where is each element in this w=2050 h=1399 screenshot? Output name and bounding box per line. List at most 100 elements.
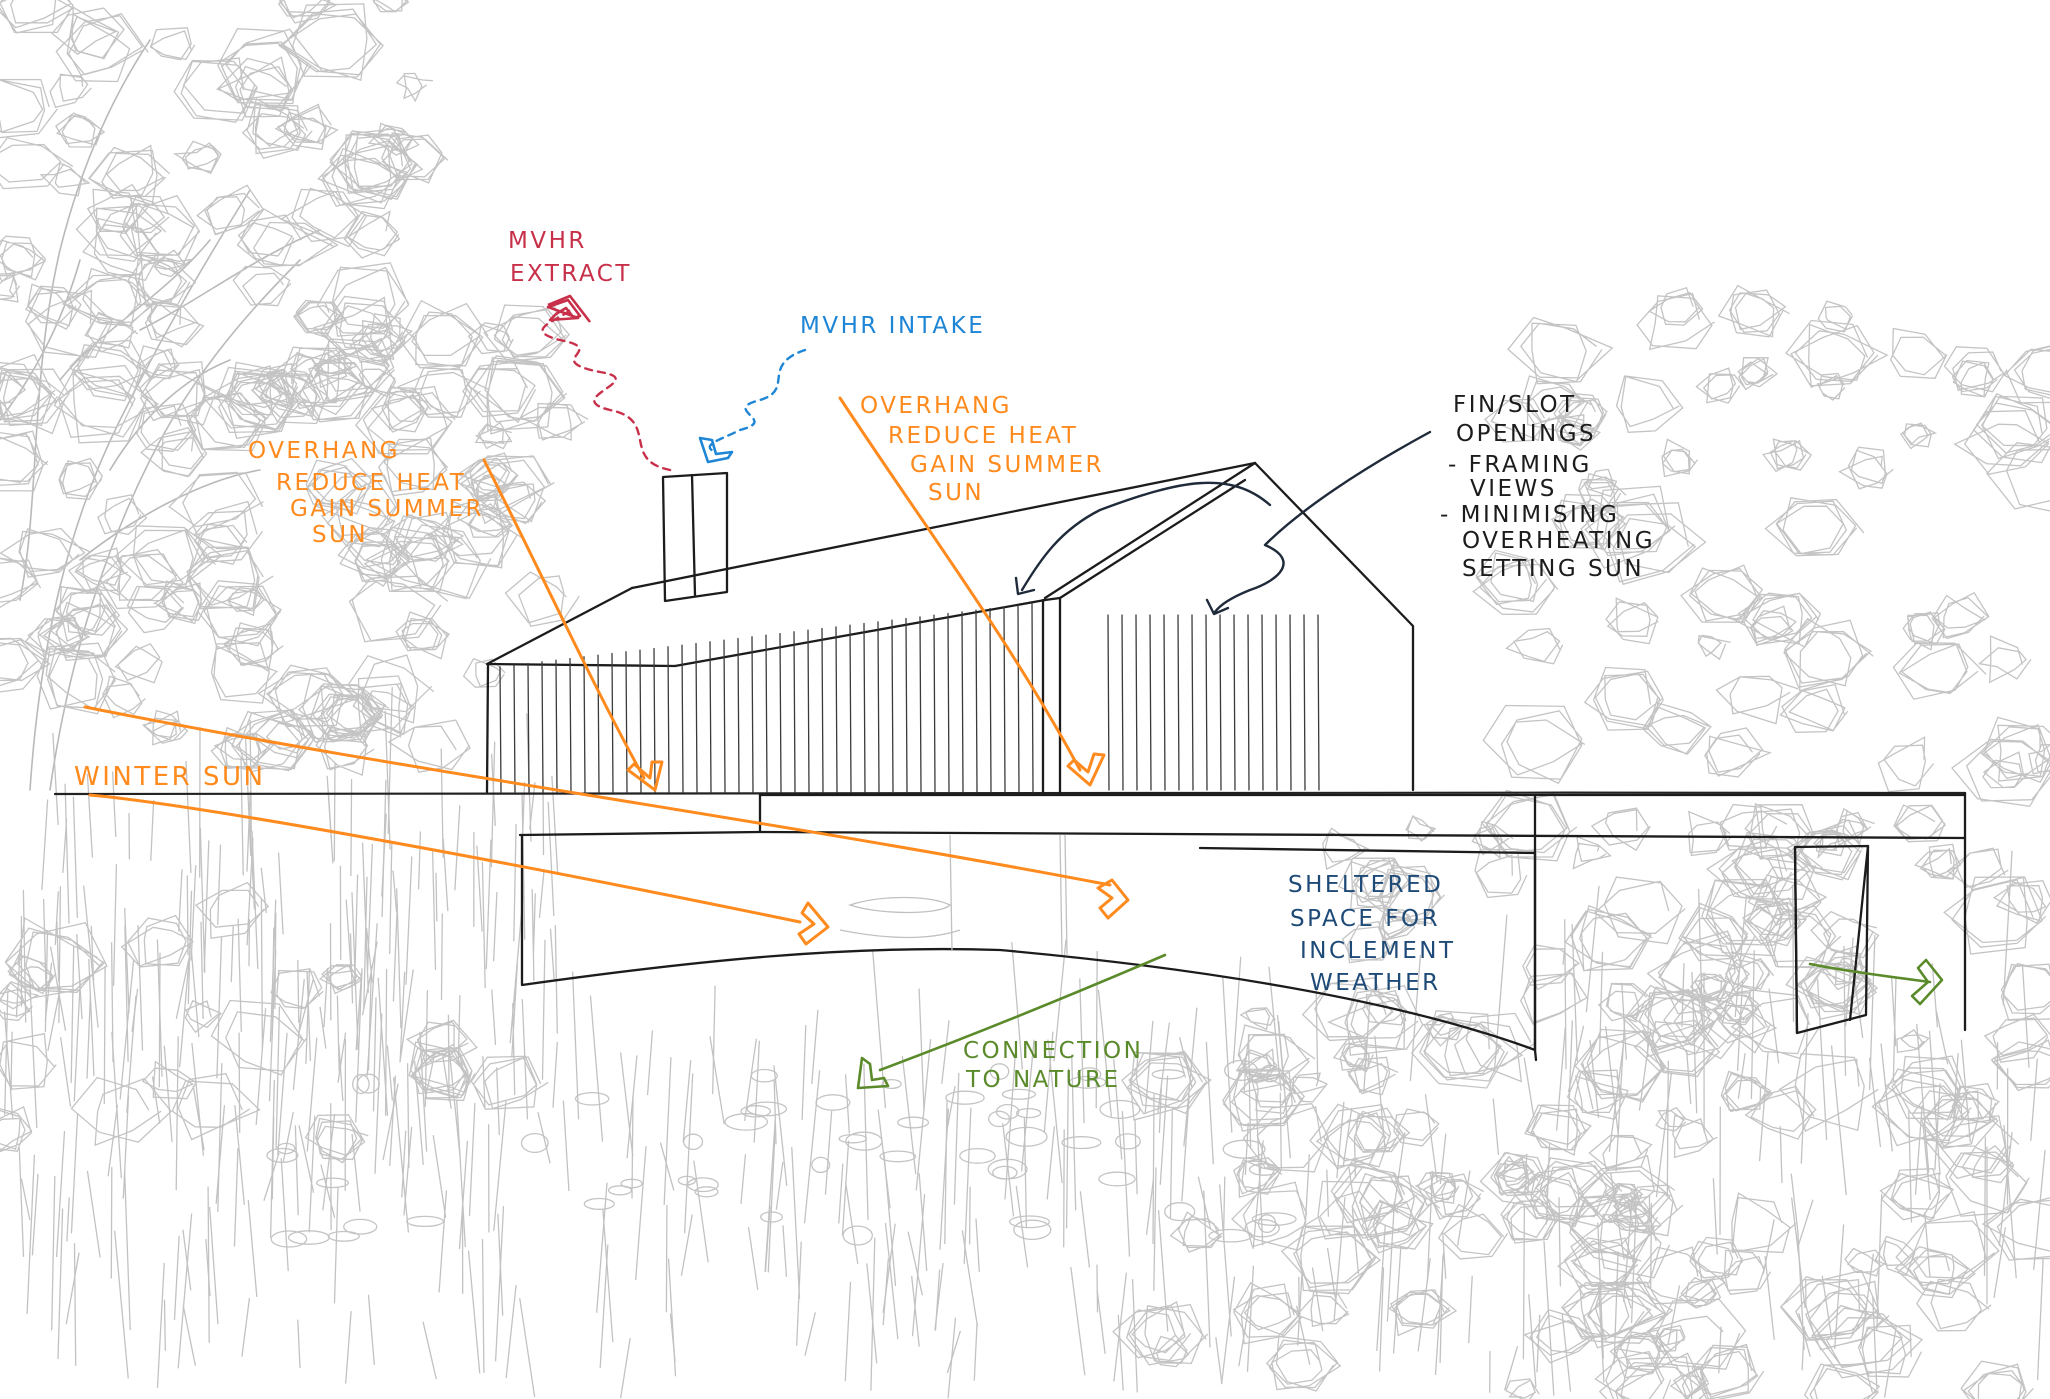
foliage-scribble bbox=[1437, 1203, 1508, 1260]
grass-stroke bbox=[1439, 1133, 1447, 1185]
foliage-scribble bbox=[0, 137, 74, 190]
mvhr-extract-line1: MVHR bbox=[508, 228, 587, 254]
foliage-scribble bbox=[1811, 1304, 1924, 1379]
grass-stroke bbox=[1071, 1054, 1077, 1211]
grass-stroke bbox=[683, 1073, 694, 1234]
foliage-scribble bbox=[1896, 1029, 1930, 1054]
grass-stroke bbox=[447, 1014, 450, 1102]
foliage-scribble bbox=[1232, 1282, 1303, 1345]
grass-stroke bbox=[571, 971, 580, 1120]
mvhr-extract-path bbox=[541, 308, 672, 472]
grass-stroke bbox=[740, 1154, 747, 1204]
grass-stroke bbox=[182, 1229, 192, 1291]
grass-stroke bbox=[112, 863, 118, 986]
pebble-scribble bbox=[406, 1215, 444, 1228]
slab-bottom-left bbox=[518, 830, 762, 837]
grass-stroke bbox=[811, 1009, 819, 1085]
grass-stroke bbox=[86, 1170, 101, 1258]
grass-stroke bbox=[297, 979, 314, 1035]
grass-stroke bbox=[269, 1079, 275, 1238]
foliage-scribble bbox=[225, 708, 320, 773]
foliage-scribble bbox=[1472, 557, 1559, 616]
timber-fin bbox=[807, 629, 810, 793]
grass-stroke bbox=[31, 1173, 39, 1256]
foliage-scribble bbox=[274, 103, 339, 151]
grass-stroke bbox=[76, 934, 83, 1020]
foliage-scribble bbox=[1553, 392, 1608, 439]
foliage-scribble bbox=[82, 217, 160, 282]
pebble-scribble bbox=[1208, 1228, 1253, 1243]
grass-stroke bbox=[1608, 1046, 1624, 1152]
timber-fin bbox=[961, 611, 964, 793]
foliage-scribble bbox=[126, 585, 185, 634]
grass-stroke bbox=[844, 1181, 859, 1264]
sheltered-label: SHELTERED SPACE FOR INCLEMENT WEATHER bbox=[1288, 872, 1453, 996]
foliage-scribble bbox=[210, 726, 275, 771]
grass-stroke bbox=[1197, 1176, 1212, 1230]
pebble-scribble bbox=[750, 1068, 778, 1083]
timber-fin bbox=[905, 617, 908, 793]
pebble-scribble bbox=[988, 1110, 1011, 1128]
grass-stroke bbox=[907, 1231, 923, 1296]
timber-fin bbox=[933, 614, 936, 793]
overhang-left-line1: OVERHANG bbox=[248, 438, 400, 464]
foliage-scribble bbox=[395, 611, 451, 660]
grass-stroke bbox=[1079, 1191, 1091, 1268]
grass-stroke bbox=[866, 1263, 878, 1364]
grass-stroke bbox=[320, 1164, 336, 1218]
grass-stroke bbox=[490, 753, 496, 827]
grass-stroke bbox=[620, 1052, 634, 1157]
grass-stroke bbox=[1712, 1178, 1718, 1255]
foliage-scribble bbox=[1758, 905, 1842, 969]
timber-fin bbox=[891, 619, 894, 793]
foliage-scribble bbox=[1615, 375, 1684, 433]
foliage-scribble bbox=[1265, 1335, 1342, 1392]
grass-stroke bbox=[435, 872, 438, 922]
grass-stroke bbox=[918, 1173, 928, 1272]
foliage-scribble bbox=[185, 382, 270, 452]
grass-stroke bbox=[83, 885, 99, 1028]
foliage-scribble bbox=[1715, 675, 1799, 725]
foliage-scribble bbox=[295, 362, 375, 423]
grass-stroke bbox=[247, 1200, 258, 1297]
grass-stroke bbox=[114, 1230, 129, 1379]
foliage-scribble bbox=[7, 953, 56, 995]
grass-stroke bbox=[1439, 1256, 1444, 1364]
grass-stroke bbox=[175, 1036, 179, 1191]
chimney bbox=[661, 471, 729, 603]
mvhr-intake-label: MVHR INTAKE bbox=[800, 313, 983, 339]
pebble-scribble bbox=[1099, 1099, 1141, 1119]
grass-stroke bbox=[1131, 1278, 1138, 1393]
foliage-scribble bbox=[1708, 1002, 1778, 1054]
foliage-scribble bbox=[1804, 1280, 1890, 1351]
grass-stroke bbox=[481, 861, 486, 989]
grass-stroke bbox=[1536, 1314, 1541, 1373]
foliage-scribble bbox=[99, 548, 184, 610]
grass-stroke bbox=[497, 1213, 504, 1316]
foliage-scribble bbox=[1689, 973, 1731, 1004]
foliage-scribble bbox=[141, 1060, 197, 1100]
grass-stroke bbox=[1065, 1068, 1070, 1229]
foliage-scribble bbox=[1335, 1165, 1440, 1241]
grass-stroke bbox=[1297, 1269, 1303, 1346]
grass-stroke bbox=[1426, 1171, 1434, 1283]
grass-stroke bbox=[377, 977, 389, 1117]
foliage-scribble bbox=[36, 642, 116, 715]
foliage-scribble bbox=[317, 145, 409, 210]
overhang-left-line4: SUN bbox=[312, 522, 368, 548]
timber-fin bbox=[821, 627, 824, 793]
grass-stroke bbox=[973, 1323, 978, 1381]
overhang-left-line2: REDUCE HEAT bbox=[276, 470, 466, 496]
pebble-scribble bbox=[270, 1230, 308, 1248]
foliage-scribble bbox=[1550, 493, 1627, 551]
left-roof-slope bbox=[485, 586, 634, 666]
grass-stroke bbox=[414, 1060, 424, 1165]
grass-stroke bbox=[381, 813, 387, 897]
grass-stroke bbox=[1691, 971, 1698, 1114]
pebble-scribble bbox=[1008, 1215, 1051, 1229]
foliage-scribble bbox=[377, 437, 449, 497]
foliage-scribble bbox=[224, 365, 295, 420]
foliage-scribble bbox=[1893, 804, 1947, 843]
connection-line bbox=[878, 953, 1167, 1072]
